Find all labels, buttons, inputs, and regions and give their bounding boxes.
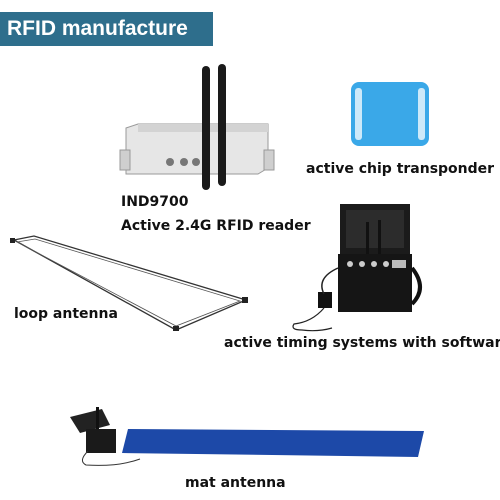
chip-transponder-image bbox=[351, 82, 429, 146]
loop-antenna-label: loop antenna bbox=[14, 306, 118, 322]
page-title: RFID manufacture bbox=[0, 12, 213, 46]
rfid-reader-image bbox=[119, 64, 275, 190]
mat-antenna-label: mat antenna bbox=[185, 475, 286, 491]
timing-system-label: active timing systems with software bbox=[224, 335, 500, 351]
chip-transponder-label: active chip transponder bbox=[306, 161, 495, 177]
loop-antenna-image bbox=[10, 235, 248, 331]
reader-model-label: IND9700 bbox=[121, 194, 189, 210]
mat-antenna-image bbox=[70, 407, 424, 466]
timing-system-image bbox=[292, 204, 422, 332]
reader-description-label: Active 2.4G RFID reader bbox=[121, 218, 311, 234]
